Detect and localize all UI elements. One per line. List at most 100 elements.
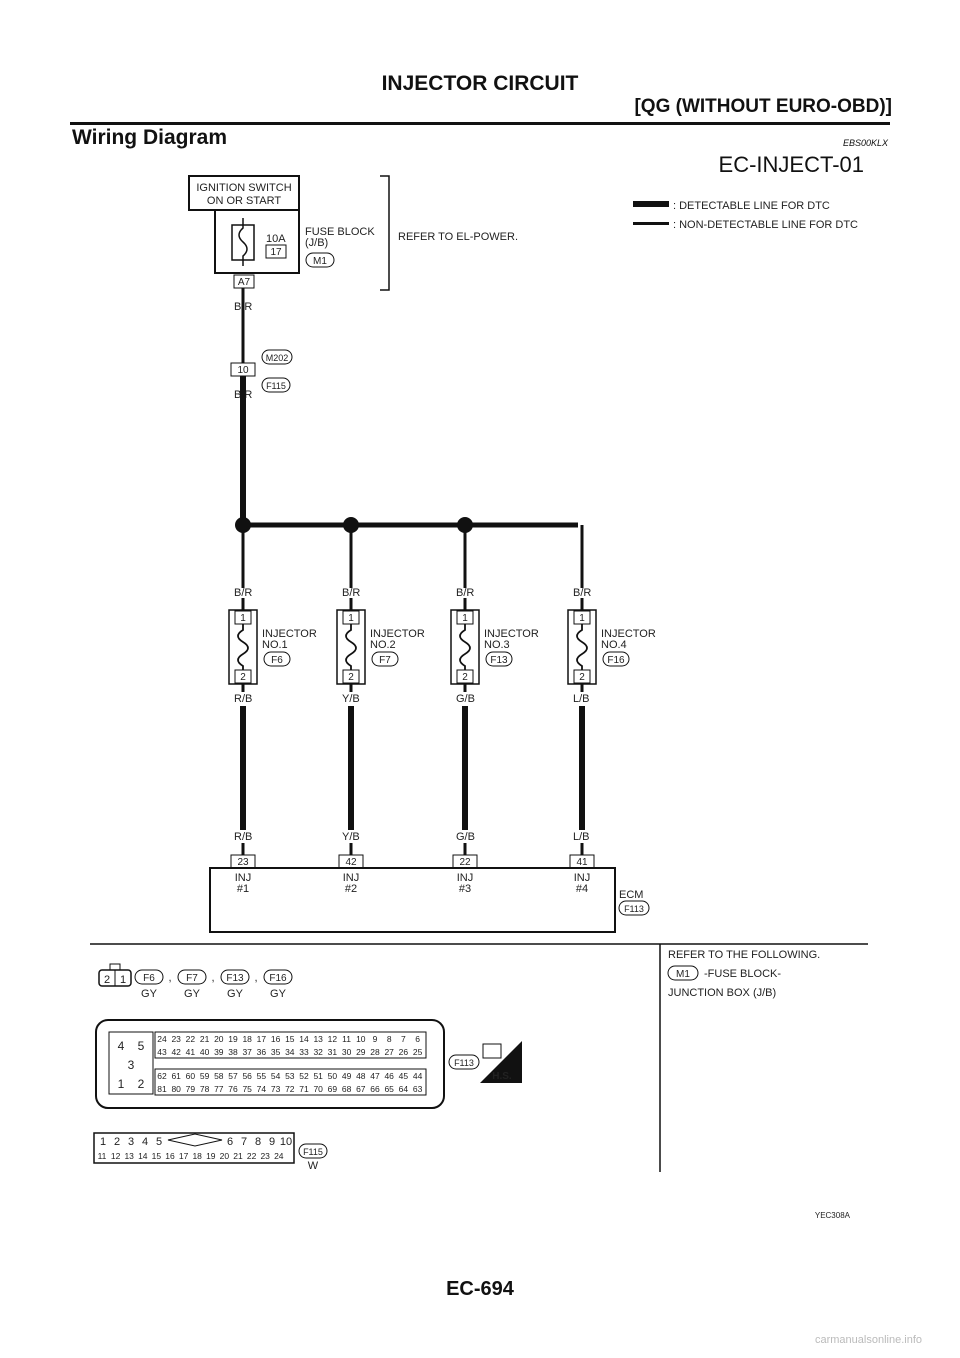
ecm-grid-pin: 69 xyxy=(328,1084,338,1094)
f115-pin: 16 xyxy=(165,1151,175,1161)
ecm-pin-4: 41 xyxy=(576,857,588,868)
ecm-grid-pin: 44 xyxy=(413,1071,423,1081)
ecm-wire-color-4: L/B xyxy=(573,831,590,843)
f115-pin: 6 xyxy=(227,1136,233,1148)
ecm-grid-pin: 8 xyxy=(387,1034,392,1044)
ecm-grid-pin: 64 xyxy=(399,1084,409,1094)
small-connector-color-3: GY xyxy=(227,988,244,1000)
ecm-inj-label-4: INJ xyxy=(574,872,591,884)
injector-top-color-1: B/R xyxy=(234,587,252,599)
injector-number-4: NO.4 xyxy=(601,639,627,651)
ecm-grid-pin: 46 xyxy=(384,1071,394,1081)
ecm-grid-pin: 81 xyxy=(157,1084,167,1094)
ecm-pin-3: 22 xyxy=(459,857,471,868)
ecm-connector: F113 xyxy=(624,904,644,914)
f115-pin: 24 xyxy=(274,1151,284,1161)
footer-url: carmanualsonline.info xyxy=(814,1334,922,1346)
small-connector-graphic: 2 1 xyxy=(98,963,132,987)
section-code: EBS00KLX xyxy=(842,138,888,148)
ecm-grid-pin: 29 xyxy=(356,1047,366,1057)
legend-detectable: : DETECTABLE LINE FOR DTC xyxy=(673,200,830,212)
ecm-label: ECM xyxy=(619,889,643,901)
refer-el-power: REFER TO EL-POWER. xyxy=(398,231,518,243)
joint-connector-f115: F115 xyxy=(266,381,286,391)
ecm-pin-2: 2 xyxy=(138,1077,145,1091)
f115-pin: 4 xyxy=(142,1136,148,1148)
injector-coil-icon-4 xyxy=(576,624,588,670)
page-number: EC-694 xyxy=(446,1278,514,1300)
ecm-grid-pin: 6 xyxy=(415,1034,420,1044)
ecm-grid-pin: 78 xyxy=(200,1084,210,1094)
ecm-grid-pin: 66 xyxy=(370,1084,380,1094)
injector-pin-bottom-4: 2 xyxy=(579,672,585,683)
splice-dot-2 xyxy=(343,517,359,533)
ecm-grid-pin: 50 xyxy=(328,1071,338,1081)
small-connector-color-4: GY xyxy=(270,988,287,1000)
ecm-wire-color-2: Y/B xyxy=(342,831,360,843)
f115-pin: 11 xyxy=(98,1151,107,1161)
fuse-amp: 10A xyxy=(266,233,286,245)
f115-pin: 22 xyxy=(247,1151,257,1161)
fuse-terminal: A7 xyxy=(238,277,251,288)
f115-pin: 14 xyxy=(138,1151,148,1161)
ignition-switch-state: ON OR START xyxy=(207,195,281,207)
ecm-grid-pin: 73 xyxy=(271,1084,281,1094)
ecm-grid-pin: 37 xyxy=(242,1047,252,1057)
ecm-pin-4: 4 xyxy=(118,1039,125,1053)
injector-bottom-color-1: R/B xyxy=(234,693,252,705)
ecm-grid-pin: 32 xyxy=(313,1047,323,1057)
refer-bracket: REFER TO EL-POWER. xyxy=(380,175,518,291)
f115-pin: 18 xyxy=(192,1151,202,1161)
ecm-grid-pin: 26 xyxy=(399,1047,409,1057)
injector-pin-top-3: 1 xyxy=(462,613,468,624)
injector-number-1: NO.1 xyxy=(262,639,288,651)
separator-3: , xyxy=(254,972,257,984)
ecm-grid-pin: 31 xyxy=(328,1047,338,1057)
ecm-grid-pin: 15 xyxy=(285,1034,295,1044)
injector-bottom-color-2: Y/B xyxy=(342,693,360,705)
ecm-inj-number-3: #3 xyxy=(459,883,471,895)
injector-connector-3: F13 xyxy=(490,655,508,666)
injector-connector-4: F16 xyxy=(607,655,625,666)
ecm-grid-pin: 41 xyxy=(186,1047,196,1057)
ecm-grid-pin: 14 xyxy=(299,1034,309,1044)
ecm-grid-pin: 53 xyxy=(285,1071,295,1081)
ecm-grid-pin: 25 xyxy=(413,1047,423,1057)
small-connector-color-1: GY xyxy=(141,988,158,1000)
ecm-grid-pin: 23 xyxy=(171,1034,181,1044)
injector-name-1: INJECTOR xyxy=(262,628,317,640)
f115-pin: 7 xyxy=(241,1136,247,1148)
ecm-grid-pin: 57 xyxy=(228,1071,238,1081)
ecm-grid-pin: 27 xyxy=(384,1047,394,1057)
ecm-grid-pin: 11 xyxy=(342,1034,351,1044)
ecm-grid-pin: 38 xyxy=(228,1047,238,1057)
ecm-grid-pin: 71 xyxy=(299,1084,309,1094)
ecm-box: ECM F113 xyxy=(209,867,650,933)
injector-name-2: INJECTOR xyxy=(370,628,425,640)
injector-number-3: NO.3 xyxy=(484,639,510,651)
harness-side-icon: H.S. xyxy=(480,1041,522,1083)
fuse-icon xyxy=(238,218,248,266)
fuse-block-label: FUSE BLOCK xyxy=(305,226,375,238)
ecm-grid-pin: 68 xyxy=(342,1084,352,1094)
injector-pin-bottom-1: 2 xyxy=(240,672,246,683)
f115-name: F115 xyxy=(303,1147,323,1157)
f115-pin: 13 xyxy=(124,1151,134,1161)
ecm-grid-pin: 63 xyxy=(413,1084,423,1094)
ecm-grid-pin: 55 xyxy=(257,1071,267,1081)
ecm-grid-pin: 77 xyxy=(214,1084,224,1094)
ecm-grid-pin: 67 xyxy=(356,1084,366,1094)
fuse-number: 17 xyxy=(270,247,282,258)
injector-name-3: INJECTOR xyxy=(484,628,539,640)
injector-name-4: INJECTOR xyxy=(601,628,656,640)
ecm-grid-pin: 43 xyxy=(157,1047,167,1057)
injector-group: B/R12INJECTORNO.1F6R/BR/B23INJ#1B/R12INJ… xyxy=(228,517,656,895)
fuse-block: 10A 17 A7 FUSE BLOCK (J/B) M1 xyxy=(214,209,375,289)
injector-top-color-4: B/R xyxy=(573,587,591,599)
f115-pin: 5 xyxy=(156,1136,162,1148)
legend-non-detectable: : NON-DETECTABLE LINE FOR DTC xyxy=(673,219,858,231)
separator-2: , xyxy=(211,972,214,984)
ecm-inj-label-2: INJ xyxy=(343,872,360,884)
